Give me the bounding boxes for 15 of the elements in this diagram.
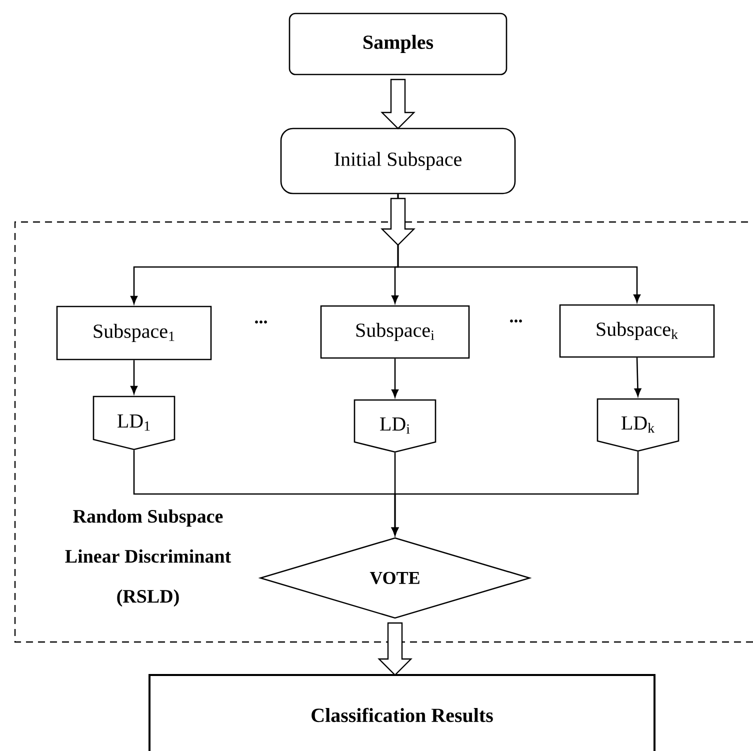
arrow (392, 452, 639, 536)
process-box: Subspace$_{1}$ (56, 306, 212, 360)
ellipsis: ... (255, 320, 267, 324)
branching-arrow (130, 194, 640, 304)
process-box: Subspace$_{k}$ (559, 304, 715, 358)
result-box: Classification Results (148, 674, 656, 751)
process-box: Subspace$_{i}$ (320, 305, 470, 359)
block-arrow (380, 78, 416, 130)
arrow (392, 358, 398, 398)
ellipsis: ... (510, 320, 522, 322)
arrow (634, 358, 642, 396)
rounded-box: Initial Subspace (280, 128, 516, 194)
block-arrow (378, 622, 412, 676)
process-box: Samples (288, 12, 508, 76)
arrow (130, 360, 138, 394)
